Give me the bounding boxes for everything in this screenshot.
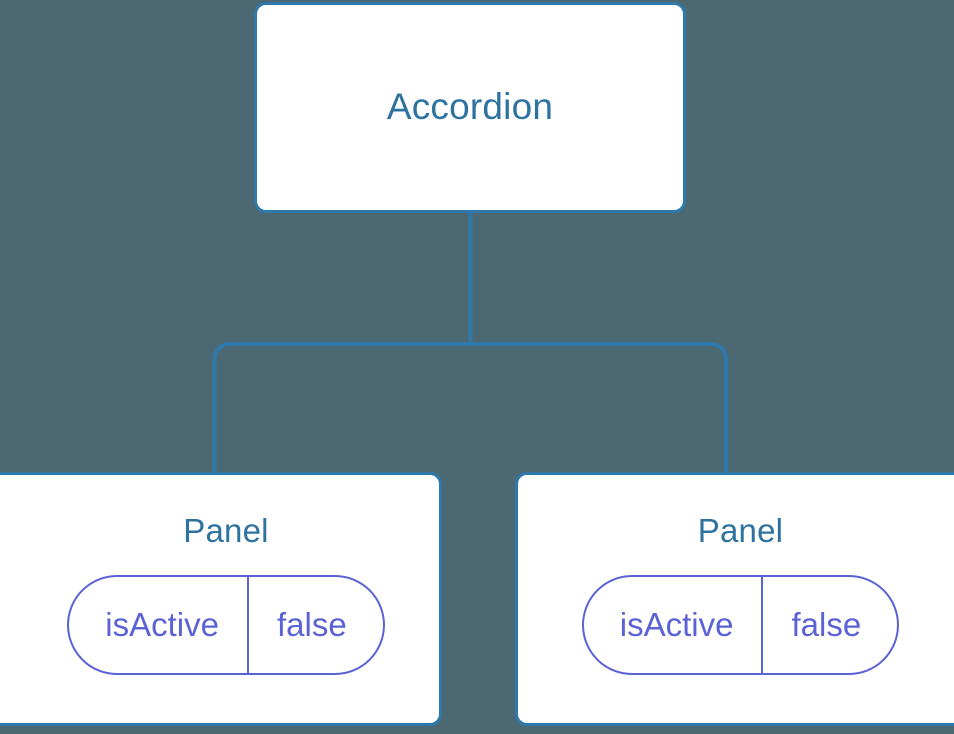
node-panel-left[interactable]: Panel isActive false — [0, 472, 442, 726]
node-title: Accordion — [386, 86, 554, 128]
prop-key: isActive — [105, 606, 219, 644]
panel-content: Panel isActive false — [581, 512, 900, 676]
prop-key: isActive — [619, 606, 734, 644]
node-title: Panel — [697, 512, 784, 549]
prop-badge-is-active[interactable]: isActive false — [67, 575, 385, 676]
node-accordion[interactable]: Accordion — [254, 2, 686, 213]
node-panel-right[interactable]: Panel isActive false — [515, 472, 954, 726]
edge-root-to-panels — [212, 211, 728, 472]
node-title: Panel — [183, 512, 269, 549]
prop-value: false — [246, 577, 383, 674]
panel-content: Panel isActive false — [45, 512, 385, 676]
prop-badge-is-active[interactable]: isActive false — [581, 575, 900, 676]
prop-value: false — [761, 577, 897, 674]
